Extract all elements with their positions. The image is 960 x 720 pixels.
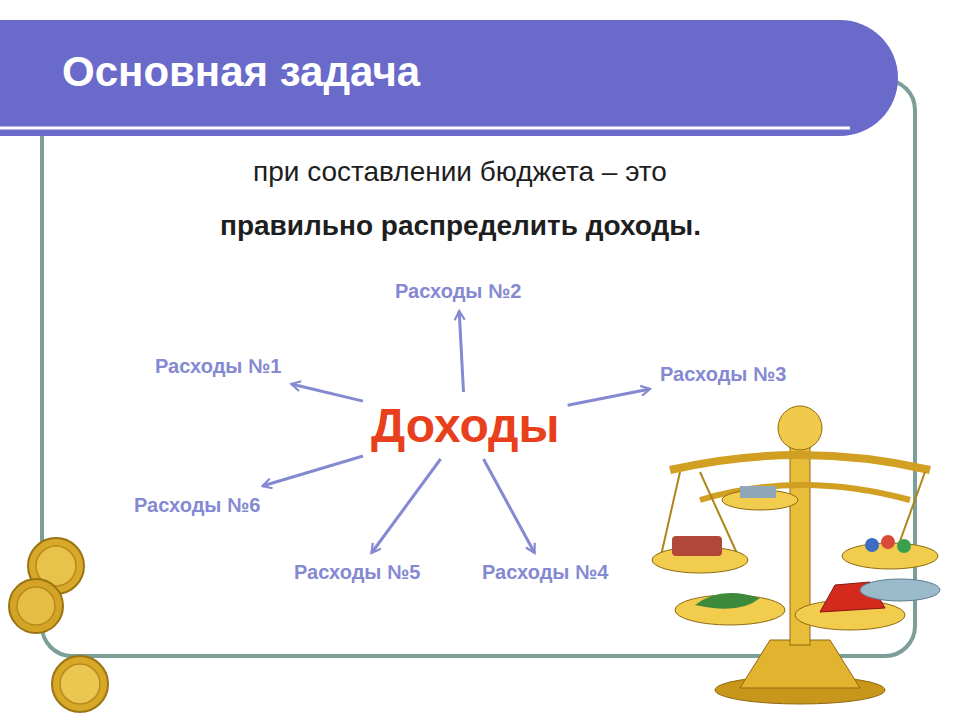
node-text: Расходы №1: [155, 355, 281, 378]
arrow-connector: [372, 459, 441, 553]
header-rule: [0, 127, 850, 130]
header-band: [0, 20, 898, 136]
expense-node: Расходы №5: [290, 559, 424, 586]
arrow-connector: [484, 459, 535, 553]
coins: [9, 538, 108, 712]
subtitle-text: правильно распределить доходы.: [220, 210, 701, 242]
arrow-connector: [263, 456, 364, 486]
node-text: Расходы №6: [134, 494, 260, 517]
slide-title: Основная задача: [62, 48, 420, 96]
node-text: Расходы №4: [482, 561, 608, 584]
node-text: Расходы №3: [660, 363, 786, 386]
income-node: Доходы: [367, 396, 564, 455]
expense-node: Расходы №4: [478, 559, 612, 586]
scales-illustration: [652, 406, 940, 704]
node-text: Доходы: [371, 398, 560, 453]
node-text: Расходы №2: [395, 280, 521, 303]
expense-node: Расходы №3: [656, 361, 790, 388]
frame-border: [42, 80, 915, 656]
subtitle-text: при составлении бюджета – это: [253, 156, 667, 188]
arrow-connector: [291, 384, 363, 401]
expense-node: Расходы №6: [130, 492, 264, 519]
arrow-connector: [568, 389, 650, 405]
node-text: Расходы №5: [294, 561, 420, 584]
arrow-connector: [459, 311, 463, 392]
expense-node: Расходы №2: [391, 278, 525, 305]
expense-node: Расходы №1: [151, 353, 285, 380]
